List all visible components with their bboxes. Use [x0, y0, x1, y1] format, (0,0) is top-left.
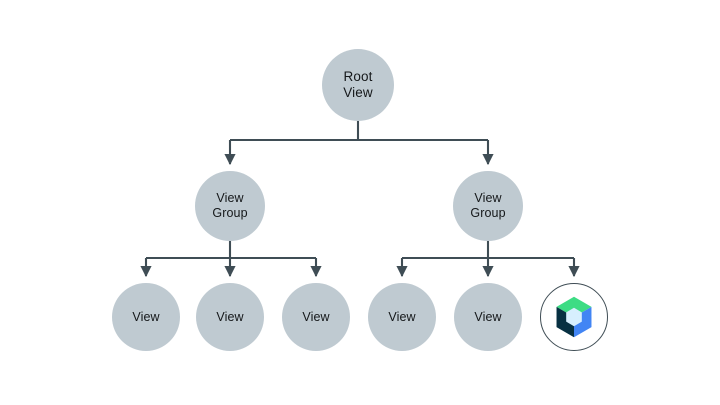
node-view-leaf-1-label: View: [132, 309, 160, 324]
node-view-leaf-1[interactable]: View: [112, 283, 180, 351]
node-view-leaf-5-label: View: [474, 309, 502, 324]
node-view-group-right[interactable]: View Group: [453, 171, 523, 241]
node-view-group-left[interactable]: View Group: [195, 171, 265, 241]
node-view-leaf-4-label: View: [388, 309, 416, 324]
node-view-leaf-3-label: View: [302, 309, 330, 324]
node-view-leaf-3[interactable]: View: [282, 283, 350, 351]
node-view-group-left-label: View Group: [212, 191, 248, 220]
node-view-leaf-2[interactable]: View: [196, 283, 264, 351]
node-view-leaf-4[interactable]: View: [368, 283, 436, 351]
node-root-view-label: Root View: [343, 69, 373, 100]
node-root-view[interactable]: Root View: [322, 49, 394, 121]
node-view-leaf-2-label: View: [216, 309, 244, 324]
node-view-leaf-5[interactable]: View: [454, 283, 522, 351]
jetpack-compose-logo-icon: [551, 294, 597, 340]
node-compose-leaf[interactable]: [540, 283, 608, 351]
node-view-group-right-label: View Group: [470, 191, 506, 220]
